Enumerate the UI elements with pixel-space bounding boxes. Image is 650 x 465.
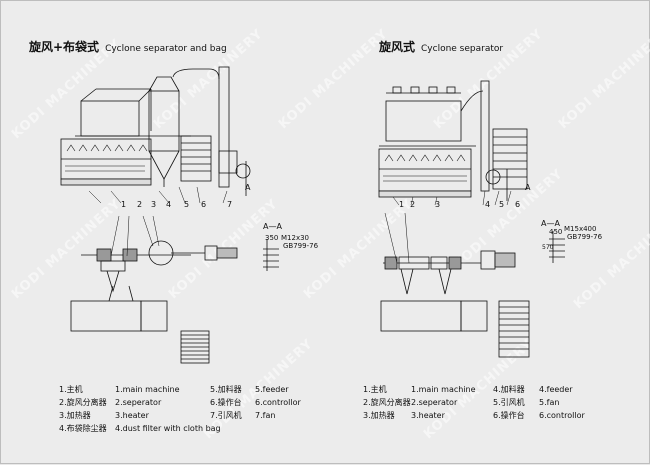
left-dim-value: 350 <box>265 234 279 242</box>
right-title-en: Cyclone separator <box>421 44 504 54</box>
left-legend-row: 2.旋风分离器 2.seperator 6.操作台 6.controllor <box>59 396 315 409</box>
left-legend-cell: 2.旋风分离器 <box>59 398 107 407</box>
left-title-cn: 旋风+布袋式 <box>29 40 100 54</box>
left-callout-2: 2 <box>137 200 143 209</box>
right-plan-main <box>380 300 462 332</box>
left-callout-6: 6 <box>201 200 207 209</box>
right-section-mark: A <box>525 183 531 192</box>
right-legend-cell: 6.controllor <box>539 411 585 420</box>
right-callout-5: 5 <box>499 200 505 209</box>
left-legend-cell: 4.dust filter with cloth bag <box>115 424 221 433</box>
left-bag-filter <box>148 90 180 152</box>
right-section-label: A—A <box>541 219 560 228</box>
left-legend-cell <box>255 422 315 435</box>
right-callout-1: 1 <box>399 200 405 209</box>
left-callout-7: 7 <box>227 200 233 209</box>
right-elevation <box>378 80 528 201</box>
left-legend-cell: 7.fan <box>255 411 276 420</box>
right-section <box>549 231 565 263</box>
right-plan <box>380 250 530 358</box>
left-callout-1: 1 <box>121 200 127 209</box>
right-callout-4: 4 <box>485 200 491 209</box>
left-callout-5: 5 <box>184 200 190 209</box>
left-legend-cell: 1.主机 <box>59 385 83 394</box>
left-bolt: M12x30 <box>281 234 309 242</box>
left-legend-row: 1.主机 1.main machine 5.加料器 5.feeder <box>59 383 315 396</box>
right-dim-side: 570 <box>542 244 554 251</box>
left-fan <box>235 163 251 179</box>
right-top-cabinet <box>385 100 462 142</box>
right-title: 旋风式 Cyclone separator <box>379 38 503 55</box>
right-legend-cell: 3.加热器 <box>363 411 395 420</box>
right-legend-row: 3.加热器 3.heater 6.操作台 6.controllor <box>363 409 599 422</box>
left-legend-cell: 3.加热器 <box>59 411 91 420</box>
left-callout-4: 4 <box>166 200 172 209</box>
right-bolt: M15x400 <box>564 225 597 233</box>
left-title: 旋风+布袋式 Cyclone separator and bag <box>29 38 227 55</box>
left-legend-cell: 1.main machine <box>115 385 180 394</box>
right-legend-row: 1.主机 1.main machine 4.加料器 4.feeder <box>363 383 599 396</box>
right-legend-cell: 5.引风机 <box>493 398 525 407</box>
right-legend-cell: 4.加料器 <box>493 385 525 394</box>
right-callout-3: 3 <box>435 200 441 209</box>
left-chimney <box>218 66 230 188</box>
right-legend-cell: 2.旋风分离器 <box>363 398 411 407</box>
right-legend-cell: 5.fan <box>539 398 560 407</box>
left-section <box>263 239 279 271</box>
left-title-en: Cyclone separator and bag <box>105 44 227 54</box>
right-legend-cell: 2.seperator <box>411 398 458 407</box>
left-legend-cell: 5.加料器 <box>210 385 242 394</box>
left-legend-cell: 4.布袋除尘器 <box>59 424 107 433</box>
left-legend-cell: 2.seperator <box>115 398 162 407</box>
left-callout-3: 3 <box>151 200 157 209</box>
left-legend-cell <box>210 422 255 435</box>
right-legend-cell: 1.主机 <box>363 385 387 394</box>
left-section-mark: A <box>245 183 251 192</box>
right-dim-value: 450 <box>549 228 563 236</box>
left-legend-cell: 6.操作台 <box>210 398 242 407</box>
right-chimney <box>480 80 490 192</box>
right-fan <box>485 169 501 185</box>
right-callout-6: 6 <box>515 200 521 209</box>
right-title-cn: 旋风式 <box>379 40 416 54</box>
left-plan-main <box>70 300 142 332</box>
right-callout-2: 2 <box>410 200 416 209</box>
right-legend-cell: 1.main machine <box>411 385 476 394</box>
right-legend-cell: 4.feeder <box>539 385 573 394</box>
left-legend-row: 4.布袋除尘器 4.dust filter with cloth bag <box>59 422 315 435</box>
left-std: GB799-76 <box>283 242 319 250</box>
left-top-cabinet <box>80 100 140 137</box>
left-legend-cell: 3.heater <box>115 411 149 420</box>
left-legend-cell: 5.feeder <box>255 385 289 394</box>
left-plan <box>70 240 238 364</box>
right-legend-cell: 6.操作台 <box>493 411 525 420</box>
left-legend-cell: 6.controllor <box>255 398 301 407</box>
left-legend-row: 3.加热器 3.heater 7.引风机 7.fan <box>59 409 315 422</box>
right-std: GB799-76 <box>567 233 603 241</box>
right-plan-stairs <box>498 300 530 358</box>
leader-lines <box>88 186 512 264</box>
left-section-label: A—A <box>263 222 282 231</box>
right-legend-cell: 3.heater <box>411 411 445 420</box>
left-platform <box>180 135 212 182</box>
left-elevation <box>60 66 251 196</box>
right-platform <box>492 128 528 190</box>
left-legend-cell: 7.引风机 <box>210 411 242 420</box>
